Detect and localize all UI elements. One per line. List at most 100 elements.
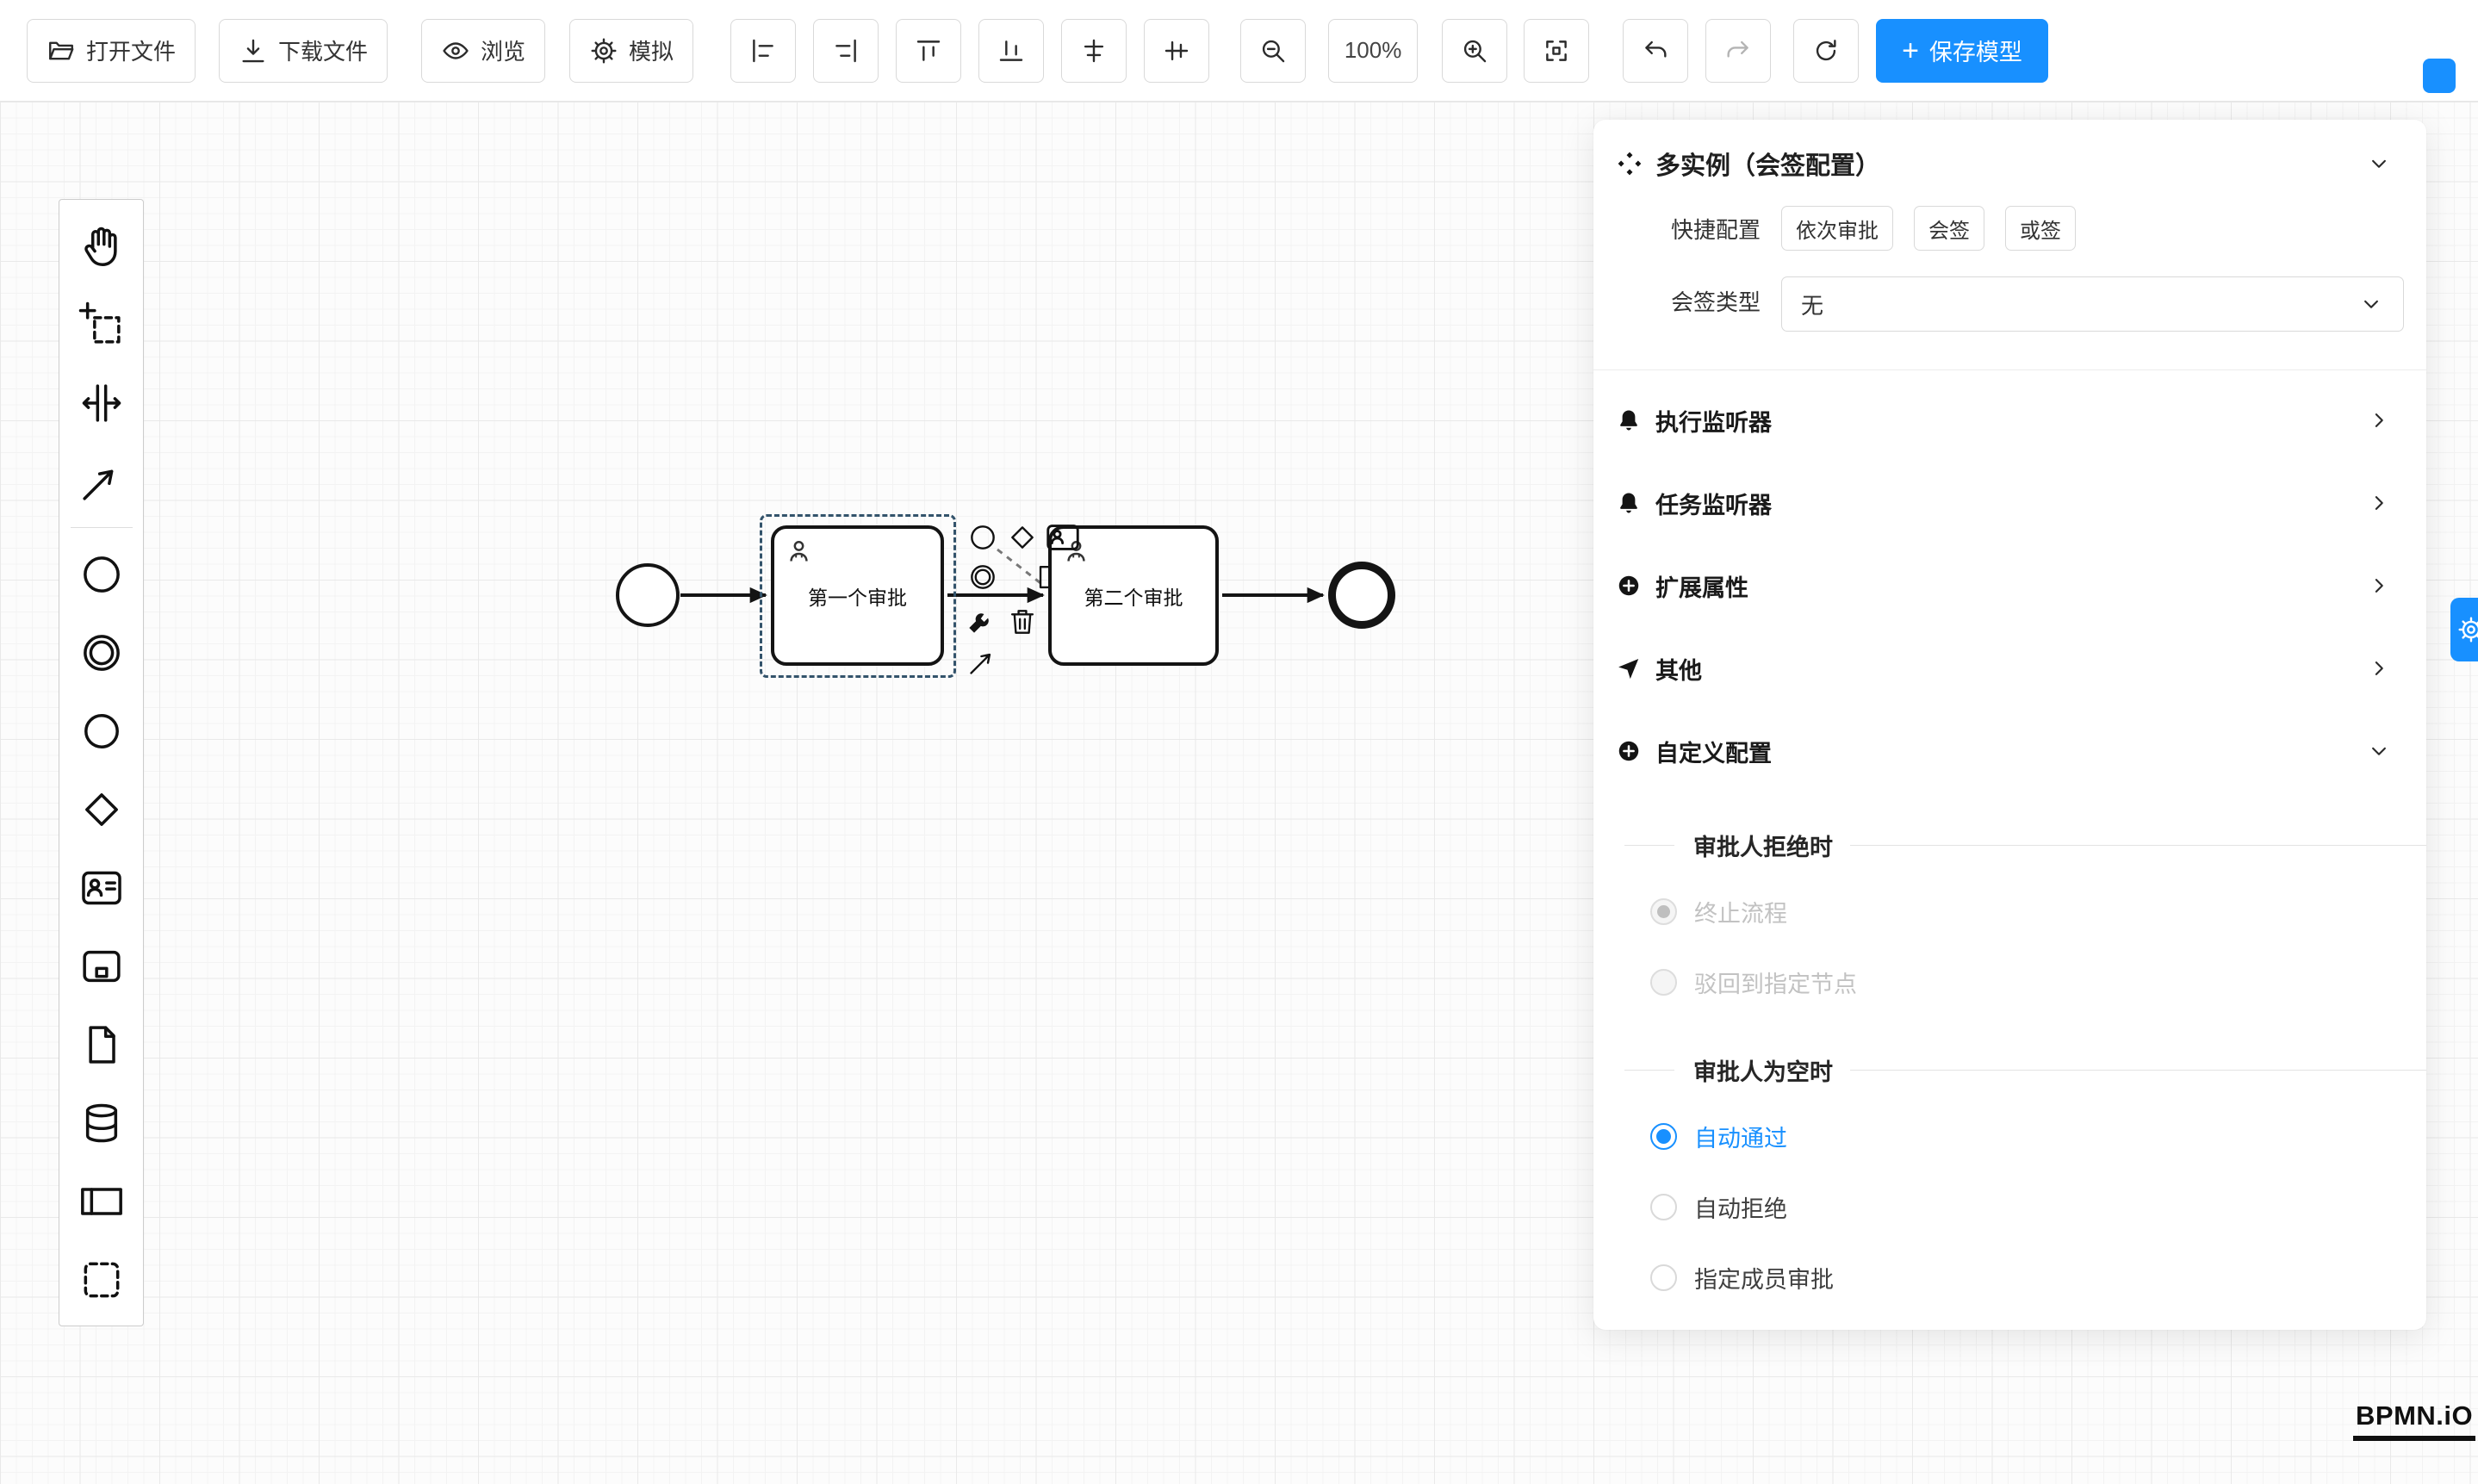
radio-assign-member[interactable]: 指定成员审批 bbox=[1593, 1242, 2426, 1313]
zoom-in-icon bbox=[1463, 40, 1487, 62]
create-data-store[interactable] bbox=[62, 1084, 141, 1162]
plus-circle-icon bbox=[1618, 575, 1639, 596]
simulate-button[interactable]: 模拟 bbox=[569, 18, 694, 83]
create-subprocess[interactable] bbox=[62, 927, 141, 1005]
align-top-button[interactable] bbox=[896, 18, 962, 83]
create-gateway[interactable] bbox=[62, 770, 141, 848]
subprocess-icon bbox=[82, 950, 121, 982]
radio-icon bbox=[1650, 897, 1677, 925]
align-center-vertical-button[interactable] bbox=[1144, 18, 1210, 83]
create-intermediate-event[interactable] bbox=[62, 613, 141, 692]
zoom-level: 100% bbox=[1328, 18, 1419, 83]
task-label: 第一个审批 bbox=[808, 586, 907, 609]
divider bbox=[1593, 369, 2426, 370]
create-start-event[interactable] bbox=[62, 535, 141, 613]
create-group[interactable] bbox=[62, 1240, 141, 1319]
change-type-button[interactable] bbox=[964, 605, 997, 638]
radio-icon bbox=[1650, 1264, 1677, 1291]
download-icon bbox=[242, 39, 264, 62]
bpmn-io-logo[interactable]: BPMN.iO bbox=[2353, 1400, 2476, 1441]
send-icon bbox=[1618, 659, 1639, 680]
connect-button[interactable] bbox=[966, 645, 999, 678]
quick-config-label: 快捷配置 bbox=[1670, 216, 1761, 243]
preview-label: 浏览 bbox=[481, 39, 526, 65]
chevron-down-icon bbox=[2364, 300, 2378, 308]
radio-icon bbox=[1650, 1122, 1677, 1150]
radio-label: 驳回到指定节点 bbox=[1694, 971, 1857, 997]
row-execution-listener[interactable]: 执行监听器 bbox=[1593, 379, 2426, 462]
settings-tab[interactable] bbox=[2450, 598, 2478, 661]
append-end-event-button[interactable] bbox=[966, 521, 999, 554]
intermediate-event-icon bbox=[971, 565, 995, 589]
redo-button[interactable] bbox=[1705, 18, 1772, 83]
eye-icon bbox=[443, 41, 469, 59]
row-task-listener[interactable]: 任务监听器 bbox=[1593, 462, 2426, 544]
append-intermediate-event-button[interactable] bbox=[966, 561, 999, 593]
zoom-in-button[interactable] bbox=[1442, 18, 1508, 83]
reset-button[interactable] bbox=[1793, 18, 1860, 83]
row-custom-config[interactable]: 自定义配置 bbox=[1593, 710, 2426, 792]
radio-auto-pass[interactable]: 自动通过 bbox=[1593, 1101, 2426, 1171]
row-label: 扩展属性 bbox=[1655, 574, 1748, 601]
radio-terminate-process[interactable]: 终止流程 bbox=[1593, 876, 2426, 947]
undo-button[interactable] bbox=[1623, 18, 1689, 83]
open-file-button[interactable]: 打开文件 bbox=[27, 18, 196, 83]
preview-button[interactable]: 浏览 bbox=[421, 18, 546, 83]
wrench-icon bbox=[969, 613, 989, 633]
bell-icon bbox=[1620, 410, 1637, 431]
panel-toggle-button[interactable] bbox=[2423, 59, 2456, 93]
delete-button[interactable] bbox=[1006, 605, 1039, 638]
align-left-button[interactable] bbox=[730, 18, 797, 83]
simulate-label: 模拟 bbox=[629, 39, 674, 65]
quick-option-sequential[interactable]: 依次审批 bbox=[1781, 206, 1893, 251]
sign-type-select[interactable]: 无 bbox=[1781, 276, 2404, 332]
radio-icon bbox=[1650, 1193, 1677, 1220]
properties-panel: 多实例（会签配置） 快捷配置 依次审批 会签 或签 会签类型 无 执行监听器 任… bbox=[1593, 120, 2426, 1330]
start-event-shape[interactable] bbox=[616, 563, 680, 627]
row-label: 任务监听器 bbox=[1655, 492, 1772, 518]
create-participant[interactable] bbox=[62, 1162, 141, 1240]
align-center-horizontal-button[interactable] bbox=[1061, 18, 1127, 83]
append-gateway-button[interactable] bbox=[1006, 521, 1039, 554]
zoom-out-button[interactable] bbox=[1240, 18, 1307, 83]
row-label: 执行监听器 bbox=[1655, 409, 1772, 436]
row-extended-properties[interactable]: 扩展属性 bbox=[1593, 544, 2426, 627]
sign-type-label: 会签类型 bbox=[1670, 289, 1761, 315]
save-model-button[interactable]: + 保存模型 bbox=[1876, 18, 2048, 83]
align-top-icon bbox=[916, 40, 941, 61]
align-right-button[interactable] bbox=[813, 18, 879, 83]
task-first-approval[interactable]: 第一个审批 bbox=[771, 525, 944, 666]
align-bottom-icon bbox=[999, 40, 1023, 61]
quick-option-orsign[interactable]: 或签 bbox=[2005, 206, 2076, 251]
download-file-button[interactable]: 下载文件 bbox=[219, 18, 388, 83]
start-event-icon bbox=[83, 556, 120, 593]
append-user-task-button[interactable] bbox=[1043, 518, 1083, 557]
panel-header[interactable]: 多实例（会签配置） bbox=[1593, 120, 2426, 201]
toolbar: 打开文件 下载文件 浏览 模拟 100% bbox=[0, 0, 2478, 102]
create-user-task[interactable] bbox=[62, 848, 141, 927]
create-data-object[interactable] bbox=[62, 1005, 141, 1084]
radio-auto-reject[interactable]: 自动拒绝 bbox=[1593, 1171, 2426, 1242]
quick-option-countersign[interactable]: 会签 bbox=[1914, 206, 1984, 251]
chevron-down-icon bbox=[2372, 747, 2386, 755]
zoom-out-icon bbox=[1262, 40, 1285, 62]
save-model-label: 保存模型 bbox=[1928, 40, 2022, 65]
hand-tool[interactable] bbox=[62, 207, 141, 285]
row-others[interactable]: 其他 bbox=[1593, 627, 2426, 710]
create-end-event[interactable] bbox=[62, 692, 141, 770]
user-icon bbox=[1067, 540, 1085, 562]
end-event-shape[interactable] bbox=[1328, 562, 1395, 629]
space-tool[interactable] bbox=[62, 363, 141, 442]
fit-viewport-button[interactable] bbox=[1524, 18, 1590, 83]
fit-viewport-icon bbox=[1546, 40, 1567, 61]
radio-return-to-node[interactable]: 驳回到指定节点 bbox=[1593, 947, 2426, 1017]
append-text-annotation-button[interactable] bbox=[1028, 561, 1060, 593]
intermediate-event-icon bbox=[83, 634, 120, 671]
lasso-tool[interactable] bbox=[62, 285, 141, 363]
chevron-right-icon bbox=[2375, 496, 2383, 510]
folder-open-icon bbox=[49, 41, 74, 59]
radio-label: 自动拒绝 bbox=[1694, 1195, 1787, 1222]
file-icon bbox=[88, 1025, 115, 1064]
align-bottom-button[interactable] bbox=[978, 18, 1045, 83]
global-connect-tool[interactable] bbox=[62, 442, 141, 520]
